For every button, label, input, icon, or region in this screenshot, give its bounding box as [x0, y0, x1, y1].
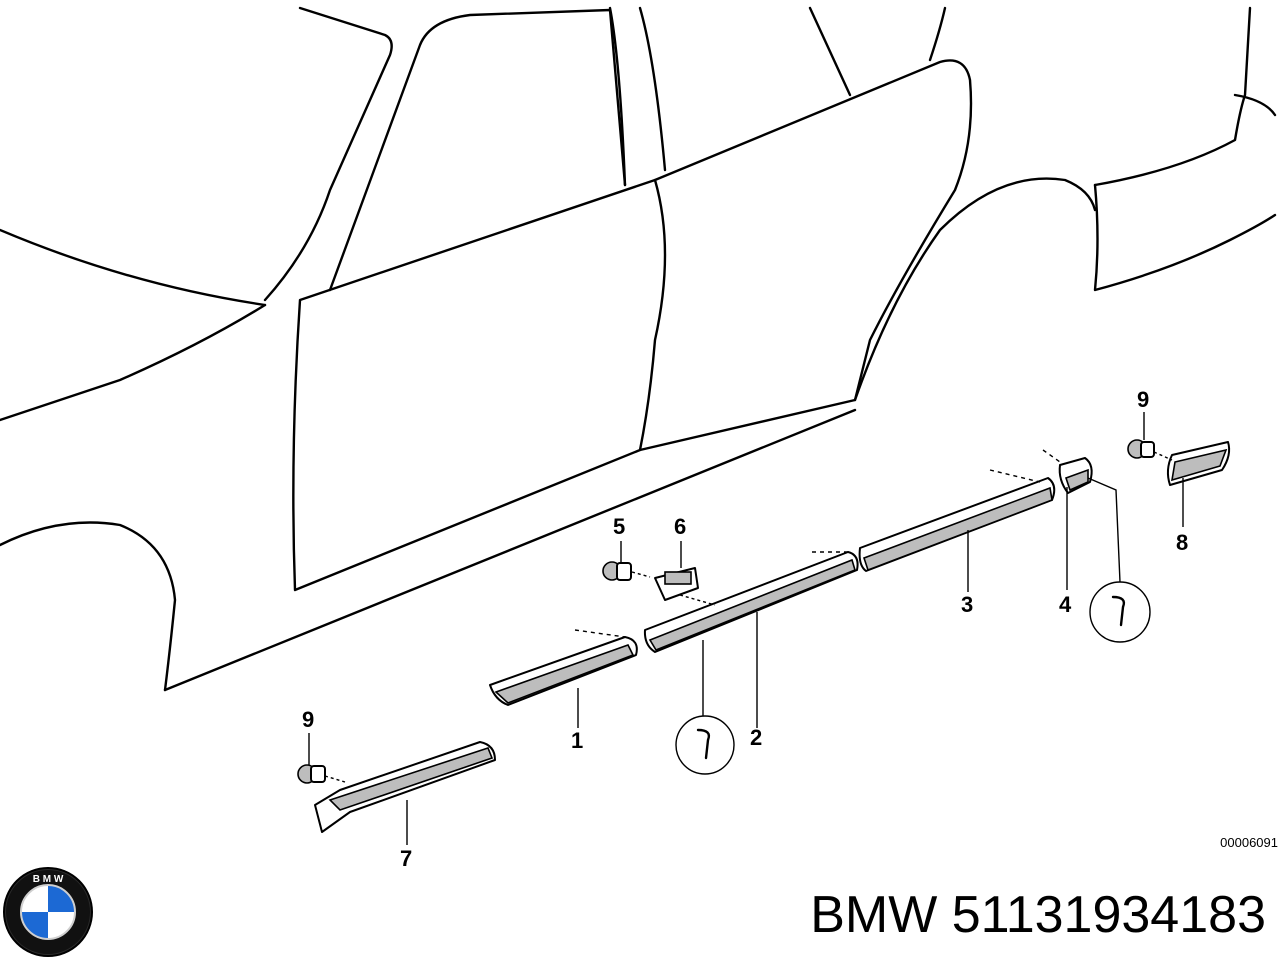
callout-2: 2 [750, 725, 762, 750]
part-9-clip-upper [1127, 439, 1173, 461]
callout-1: 1 [571, 728, 583, 753]
detail-circle-lower [675, 715, 735, 775]
part-9-clip-lower [297, 764, 346, 784]
part-title: BMW 51131934183 [810, 886, 1266, 944]
bmw-logo: B M W [3, 867, 93, 957]
front-window [328, 8, 627, 292]
rear-wheel-arch [853, 177, 1097, 402]
callout-5: 5 [613, 514, 625, 539]
rear-window [808, 6, 947, 97]
part-1-trim [489, 629, 638, 706]
callout-labels: 1 2 3 4 5 6 7 8 9 9 [302, 387, 1188, 871]
rear-door [638, 59, 973, 452]
front-wheel-arch [0, 521, 177, 692]
b-pillar [608, 6, 667, 187]
roof-line [263, 6, 393, 302]
callout-8: 8 [1176, 530, 1188, 555]
callout-4: 4 [1059, 592, 1072, 617]
hood-line [0, 228, 267, 307]
callout-6: 6 [674, 514, 686, 539]
callout-7: 7 [400, 846, 412, 871]
part-2-molding [643, 551, 859, 653]
front-door [292, 178, 667, 592]
rear-bumper [1093, 93, 1277, 292]
part-4-endcap [1042, 449, 1093, 494]
callout-9-lower: 9 [302, 707, 314, 732]
rear-roof [1093, 6, 1252, 187]
bmw-logo-text: B M W [33, 874, 64, 885]
part-5-clip [602, 561, 651, 581]
detail-circle-upper [1089, 581, 1151, 643]
part-8-trim [1166, 441, 1231, 486]
callout-3: 3 [961, 592, 973, 617]
part-3-molding [858, 469, 1056, 572]
leader-lines [308, 412, 1184, 845]
sill-line [163, 408, 857, 692]
callout-9-upper: 9 [1137, 387, 1149, 412]
reference-code: 00006091 [1220, 835, 1278, 850]
part-6-bracket [654, 567, 716, 606]
car-body-outline [0, 6, 1277, 692]
a-pillar-line [0, 303, 267, 422]
part-7-sill-trim [314, 741, 496, 833]
